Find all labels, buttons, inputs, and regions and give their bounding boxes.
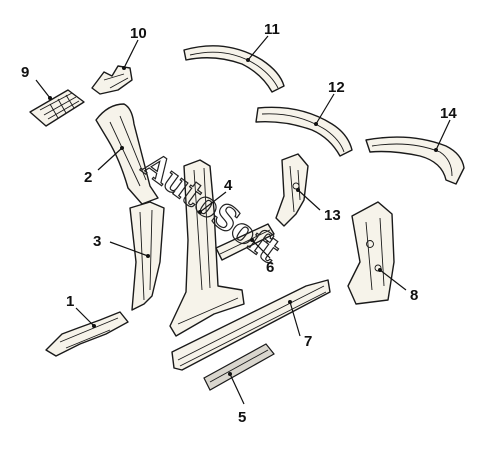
part-10-bracket (91, 65, 133, 95)
part-2-a-pillar-upper (95, 103, 159, 205)
callout-5: 5 (238, 409, 246, 426)
part-6-cross-member (215, 223, 275, 261)
callout-numbers: 1 2 3 4 5 6 7 8 9 10 11 12 13 14 (21, 21, 457, 426)
part-8-quarter-panel (347, 201, 395, 305)
part-12-roof-rail (255, 106, 353, 157)
part-1-lower-bracket (45, 311, 129, 357)
part-4-b-pillar (169, 159, 245, 337)
callout-13: 13 (324, 207, 341, 224)
callout-6: 6 (266, 259, 274, 276)
callout-11: 11 (264, 21, 280, 38)
callout-4: 4 (224, 177, 233, 194)
callout-14: 14 (440, 105, 457, 122)
callout-3: 3 (93, 233, 101, 250)
callout-12: 12 (328, 79, 345, 96)
callout-10: 10 (130, 25, 147, 42)
leader-lines (35, 35, 451, 405)
part-11-roof-rail (183, 45, 285, 93)
callout-7: 7 (304, 333, 312, 350)
callout-8: 8 (410, 287, 418, 304)
part-14-rear-rail (365, 136, 465, 185)
callout-2: 2 (84, 169, 92, 186)
part-9-grille (29, 89, 85, 127)
part-13-c-pillar (275, 153, 309, 227)
part-5-lower-plate (203, 343, 275, 391)
callout-9: 9 (21, 64, 29, 81)
callout-1: 1 (66, 293, 74, 310)
